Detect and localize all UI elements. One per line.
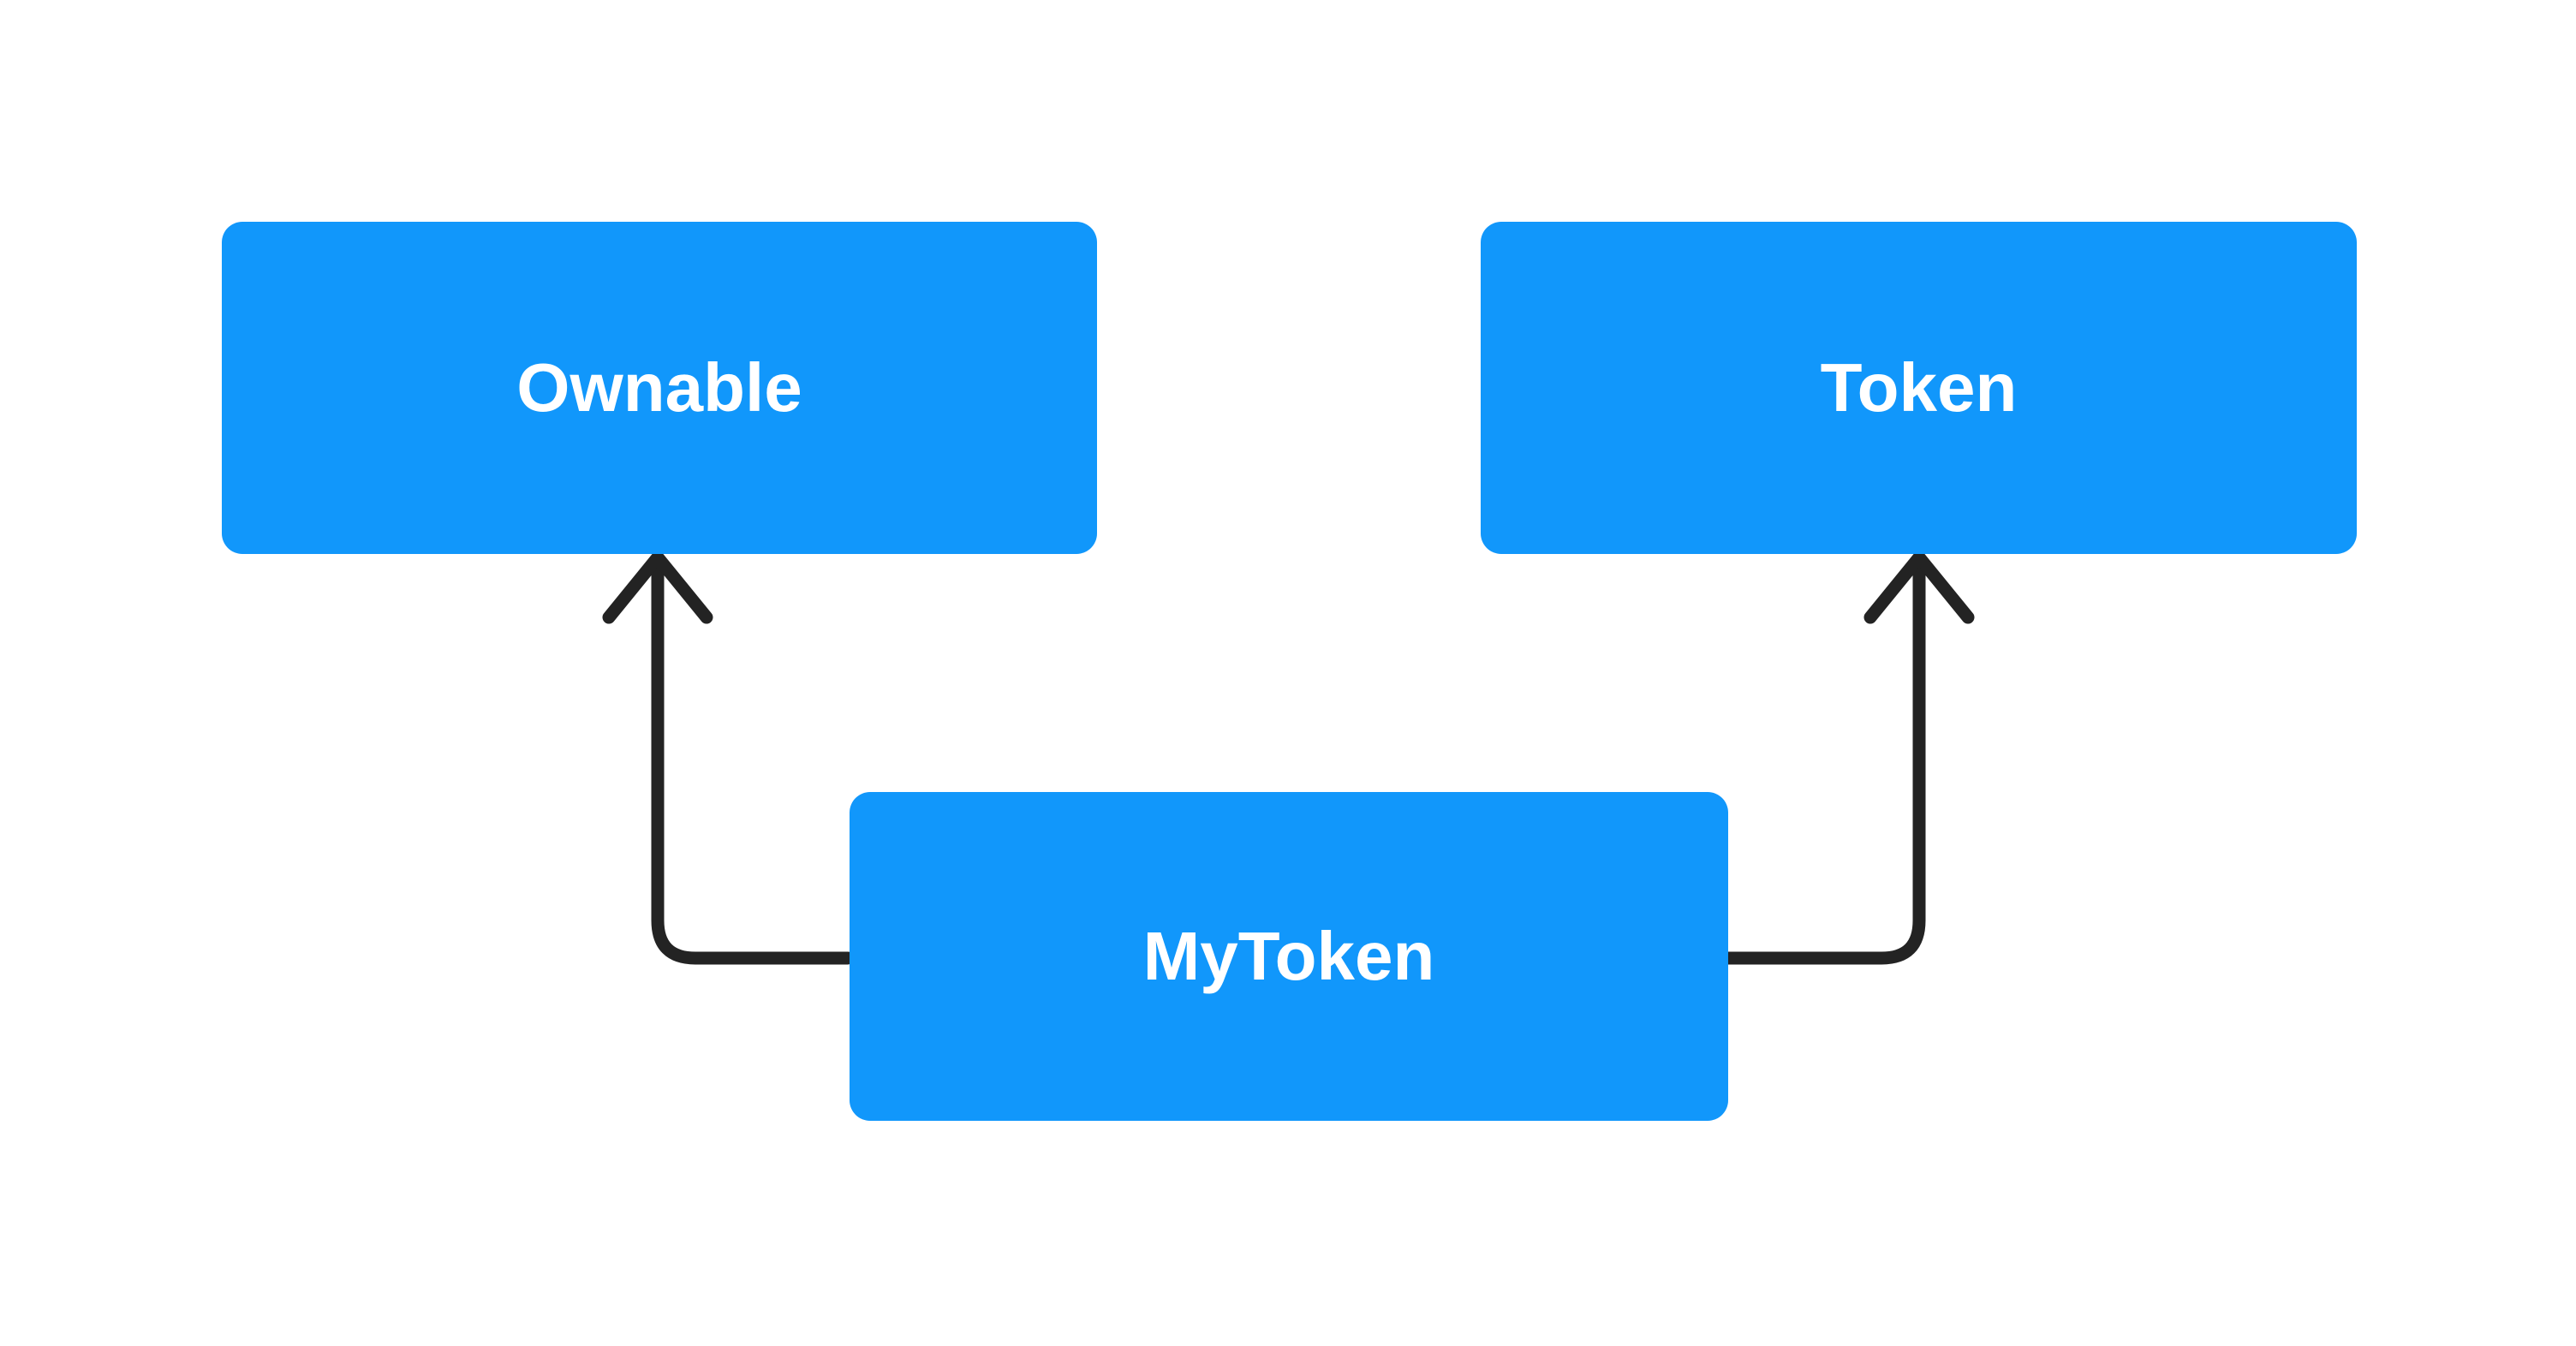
edge-mytoken-to-token [1721, 551, 1975, 965]
node-mytoken[interactable]: MyToken [850, 792, 1728, 1121]
node-ownable-label: Ownable [516, 349, 802, 426]
edge-line-left [651, 556, 855, 965]
arrowhead-up-icon [1863, 551, 1975, 624]
edge-mytoken-to-ownable [602, 551, 855, 965]
node-token[interactable]: Token [1481, 222, 2357, 554]
edge-line-right [1721, 556, 1926, 965]
arrowhead-up-icon [602, 551, 713, 624]
node-ownable[interactable]: Ownable [222, 222, 1097, 554]
node-token-label: Token [1820, 349, 2018, 426]
node-mytoken-label: MyToken [1142, 918, 1435, 994]
